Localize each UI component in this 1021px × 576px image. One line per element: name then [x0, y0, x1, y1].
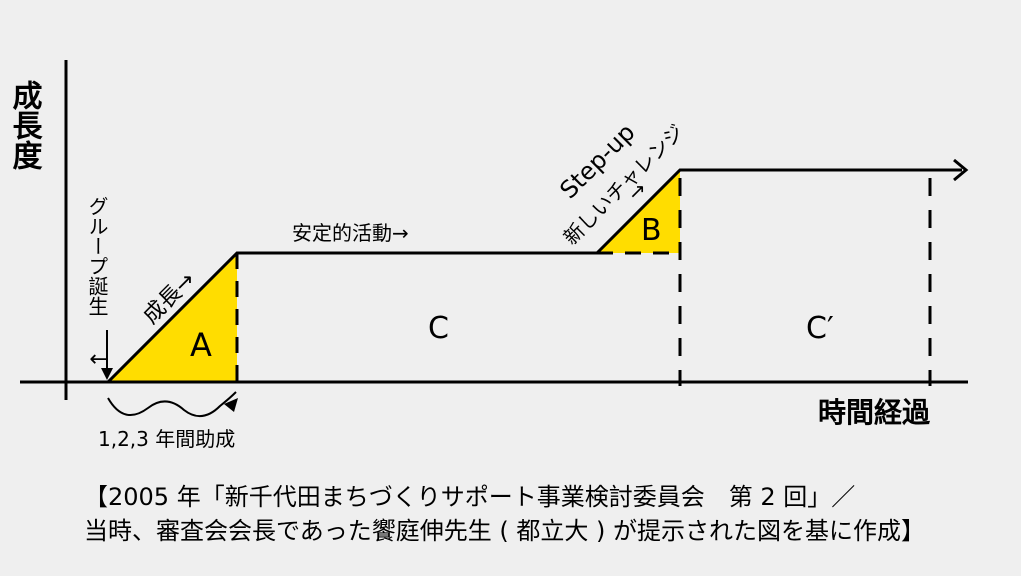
- birth-label: グループ誕生: [85, 196, 109, 316]
- caption-line-2: 当時、審査会会長であった饗庭伸先生 ( 都立大 ) が提示された図を基に作成】: [84, 517, 925, 545]
- y-axis-label: 成長度: [7, 80, 43, 171]
- x-axis-label: 時間経過: [818, 396, 931, 429]
- growth-path-arrowhead: [953, 158, 969, 182]
- activity-label: 安定的活動→: [292, 221, 409, 245]
- caption-line-1: 【2005 年「新千代田まちづくりサポート事業検討委員会 第 2 回」／: [84, 483, 856, 511]
- birth-arrow-head: [101, 368, 113, 380]
- birth-arrow-text: ↓: [85, 350, 110, 368]
- subsidy-label: 1,2,3 年間助成: [98, 427, 235, 451]
- region-c-label: C: [428, 311, 449, 346]
- subsidy-wave-arrow: [107, 391, 237, 417]
- diagram-svg: 成長度 時間経過 グループ誕生 ↓ 成長→ 安定的活動→ Step-up 新しい…: [7, 60, 969, 451]
- region-b-label: B: [641, 213, 662, 248]
- source-caption: 【2005 年「新千代田まちづくりサポート事業検討委員会 第 2 回」／ 当時、…: [84, 480, 984, 548]
- region-a-label: A: [190, 326, 212, 364]
- region-c-prime-label: C′: [806, 311, 834, 346]
- subsidy-arrow-head: [224, 398, 238, 412]
